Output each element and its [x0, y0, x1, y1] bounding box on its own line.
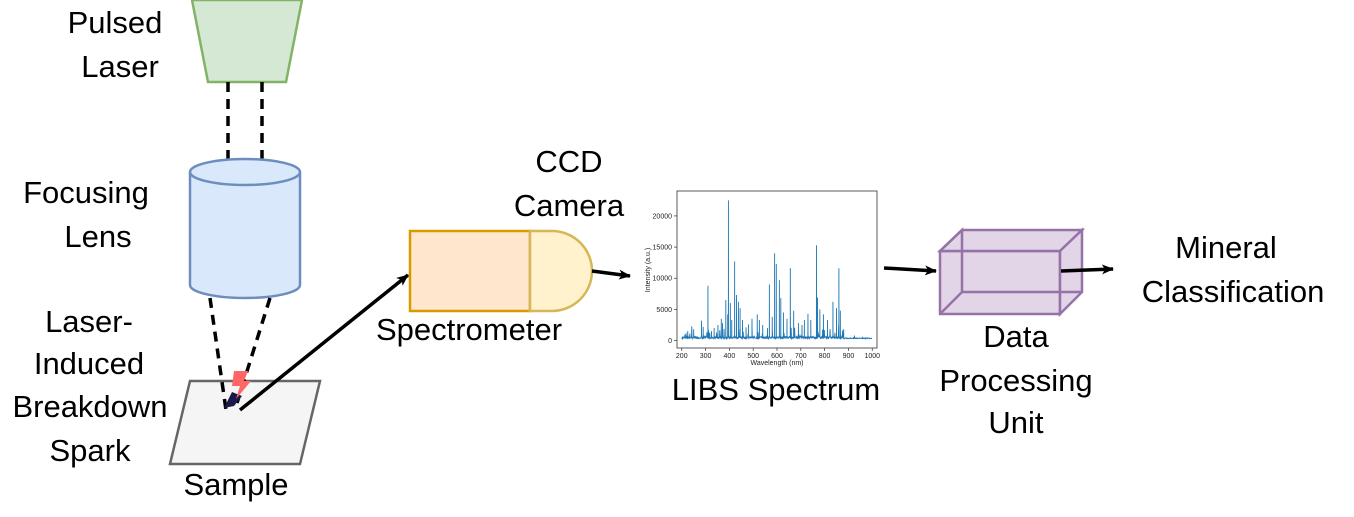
ccd-camera-shape: [528, 229, 594, 313]
spark-label-line1: Laser-: [45, 304, 133, 339]
chart-x-tick-label: 700: [795, 353, 807, 360]
chart-x-tick-label: 900: [843, 353, 855, 360]
chart-x-tick-label: 300: [700, 353, 712, 360]
chart-x-tick-label: 200: [676, 353, 688, 360]
spectrometer-shape: [408, 229, 532, 313]
arrow-ccd-to-spectrum: [591, 269, 631, 280]
mineral-classification-label-line2: Classification: [1142, 274, 1325, 309]
spark-label-line4: Spark: [50, 433, 131, 468]
data-processing-unit-shape: [936, 227, 1086, 318]
spark-label-line2: Induced: [34, 346, 144, 381]
chart-x-tick-label: 600: [771, 353, 783, 360]
chart-x-ticks: 200 300 400 500 600 700 800 900 1000: [676, 348, 880, 360]
chart-x-axis-label: Wavelength (nm): [750, 360, 803, 367]
pulsed-laser-shape: [190, 0, 304, 84]
dpu-label-line2: Processing: [939, 363, 1092, 398]
chart-y-tick-label: 5000: [656, 307, 672, 314]
focusing-lens-label-line1: Focusing: [23, 175, 149, 210]
mineral-classification-label-line1: Mineral: [1175, 230, 1277, 265]
sample-label: Sample: [183, 467, 288, 502]
chart-x-tick-label: 500: [747, 353, 759, 360]
lightning-bolt-icon: [232, 371, 251, 399]
chart-x-tick-label: 800: [819, 353, 831, 360]
libs-spectrum-chart: 0 5000 10000 15000 20000 200 300 400 500 600 700 8…: [645, 190, 880, 367]
chart-y-ticks: 0 5000 10000 15000 20000: [653, 213, 677, 345]
pulsed-laser-label-line1: Pulsed: [68, 5, 163, 40]
arrow-sample-to-spectrometer: [238, 273, 410, 412]
dpu-label-line3: Unit: [988, 405, 1044, 440]
chart-y-tick-label: 0: [668, 338, 672, 345]
spectrum-line: [681, 200, 873, 341]
arrow-spectrum-to-dpu: [883, 265, 937, 276]
focusing-lens-label-line2: Lens: [64, 219, 131, 254]
chart-y-axis-label: Intensity (a.u.): [645, 248, 652, 292]
chart-plot-frame: [676, 190, 878, 349]
chart-y-tick-label: 20000: [653, 213, 673, 220]
sample-shape: [168, 379, 322, 466]
chart-y-tick-label: 15000: [653, 245, 673, 252]
spark-label-line3: Breakdown: [12, 389, 167, 424]
chart-x-tick-label: 1000: [864, 353, 880, 360]
libs-spectrum-label: LIBS Spectrum: [672, 372, 880, 407]
pulsed-laser-label-line2: Laser: [81, 49, 159, 84]
ccd-camera-label-line2: Camera: [514, 188, 625, 223]
beam-lower-left: [208, 297, 228, 411]
chart-y-tick-label: 10000: [653, 276, 673, 283]
dpu-label-line1: Data: [983, 319, 1049, 354]
chart-x-tick-label: 400: [724, 353, 736, 360]
ccd-camera-label-line1: CCD: [535, 144, 602, 179]
arrow-dpu-to-classification: [1060, 264, 1114, 275]
spectrometer-label: Spectrometer: [376, 312, 562, 347]
focusing-lens-shape: [188, 157, 302, 300]
